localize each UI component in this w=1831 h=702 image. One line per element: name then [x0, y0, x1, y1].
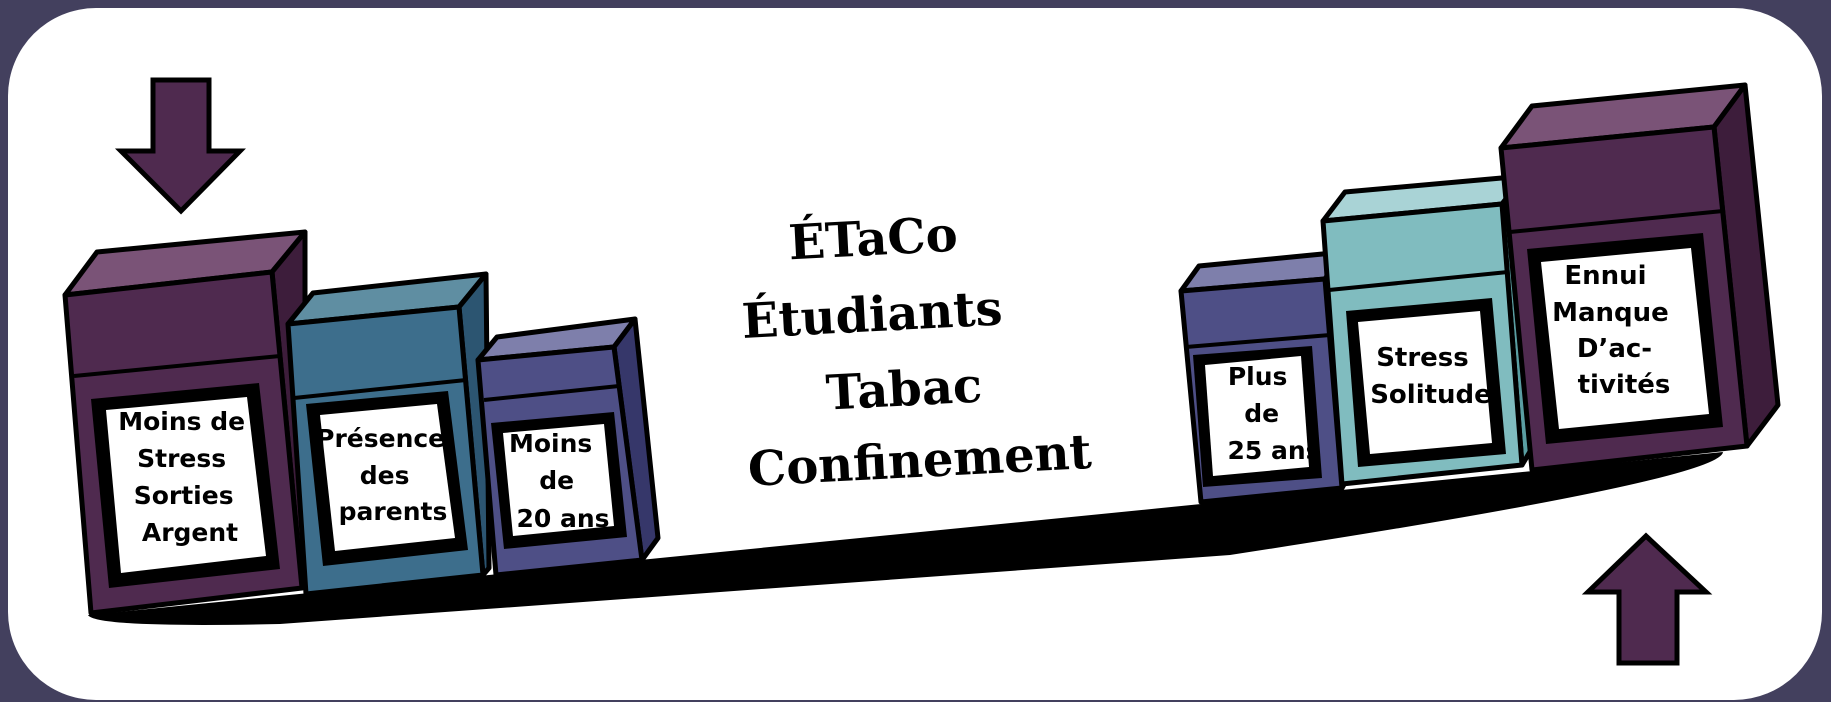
box-left-2: Présence des parents [285, 271, 492, 597]
box-right-2-label: Stress Solitude [1370, 343, 1492, 410]
box-left-2-label: Présence des parents [316, 424, 454, 526]
title-line-tobacco: Tabac [825, 358, 984, 422]
box-left-1-label: Moins de Stress Sorties Argent [118, 407, 254, 547]
down-arrow-icon [114, 77, 246, 215]
box-right-2: Stress Solitude [1320, 173, 1537, 487]
balance-beam [88, 452, 1723, 625]
box-right-3-label: Ennui Manque D’ac- tivités [1552, 261, 1678, 400]
title-line-students: Étudiants [740, 279, 1003, 350]
title-acronym: ÉTaCo [787, 206, 959, 272]
box-left-3-label: Moins de 20 ans [509, 429, 610, 533]
box-right-1-label: Plus de 25 ans [1227, 362, 1320, 465]
up-arrow-icon [1581, 532, 1713, 666]
box-right-3: Ennui Manque D’ac- tivités [1498, 82, 1781, 473]
box-left-1: Moins de Stress Sorties Argent [62, 229, 308, 616]
box-left-3: Moins de 20 ans [475, 316, 661, 578]
